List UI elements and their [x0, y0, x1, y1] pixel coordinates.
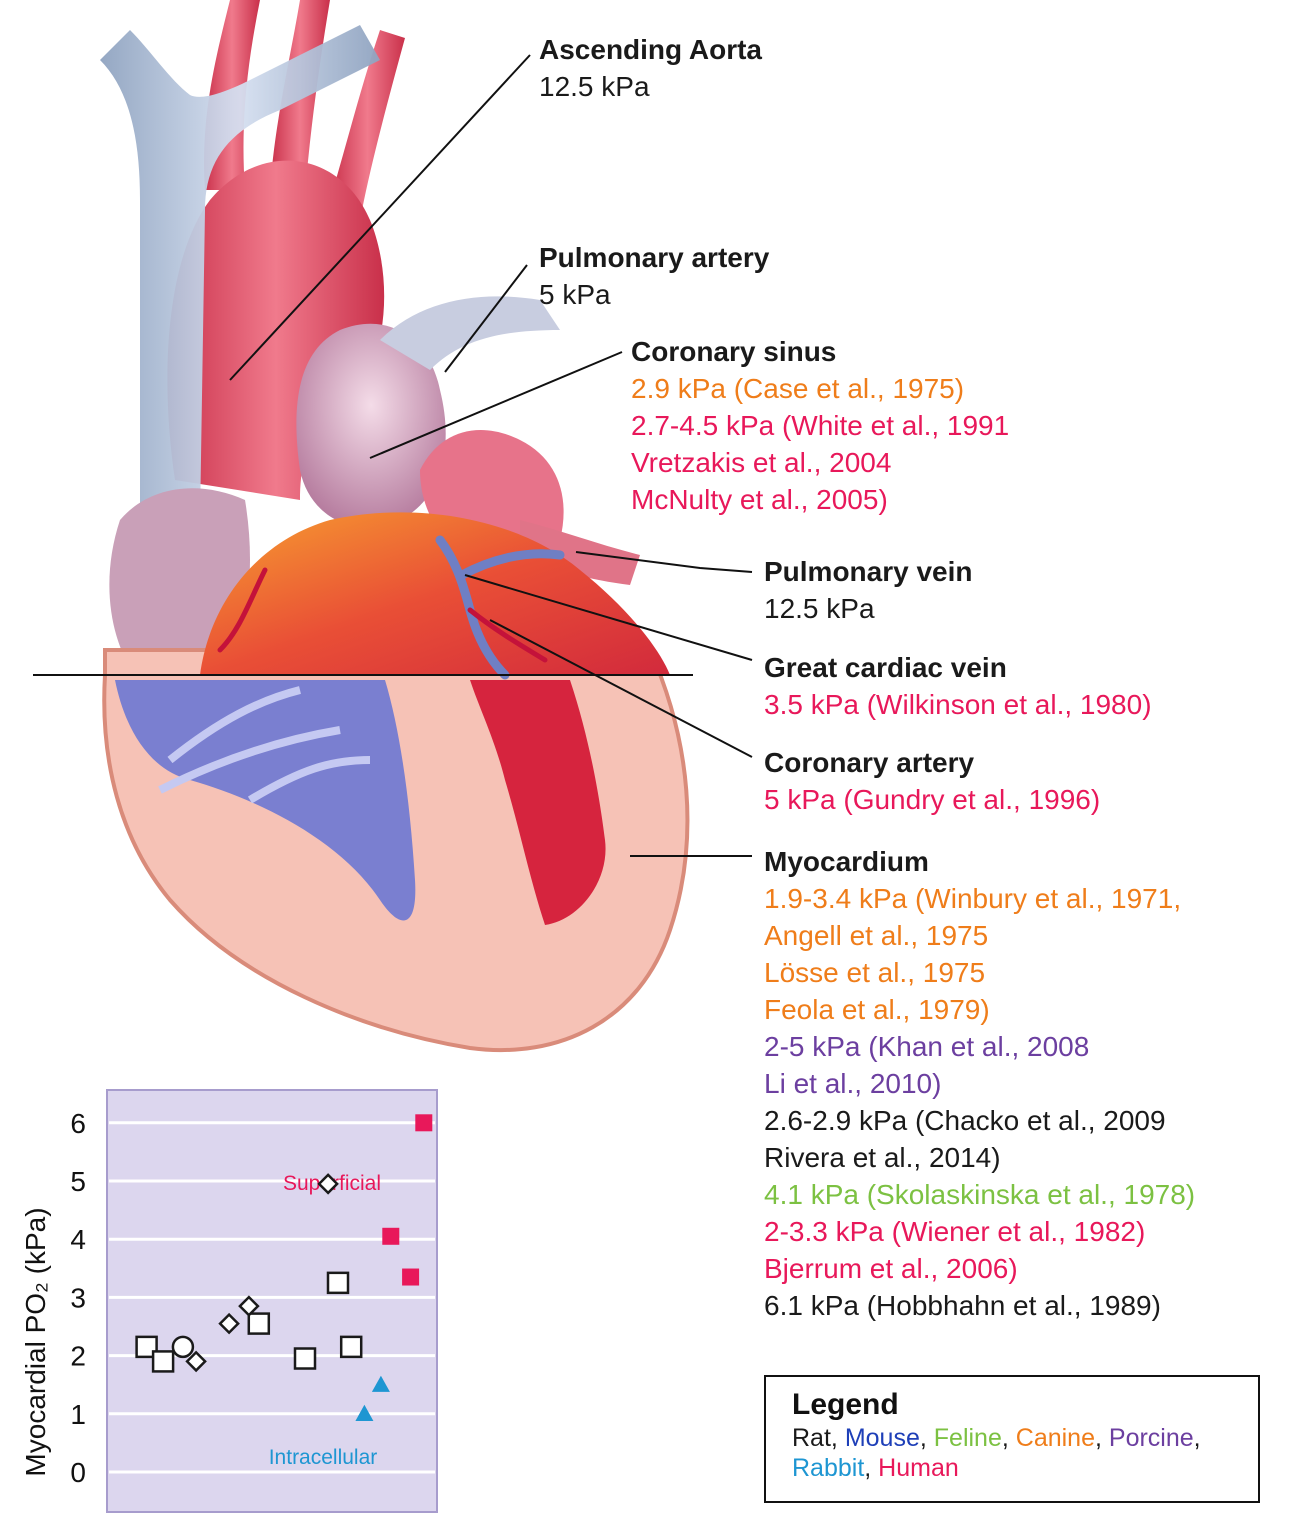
left-ventricle-cutaway [470, 680, 606, 925]
marker-diamond-open-3 [317, 1173, 339, 1195]
myocardium-value-3: Lösse et al., 1975 [764, 957, 986, 988]
myocardium-value-1: 1.9-3.4 kPa (Winbury et al., 1971, [764, 883, 1182, 914]
coronary-sinus-value-2: 2.7-4.5 kPa (White et al., 1991 [631, 410, 1010, 441]
marker-triangle-filled-0 [355, 1404, 374, 1421]
legend-title: Legend [792, 1388, 899, 1421]
myocardium-title: Myocardium [764, 846, 929, 877]
great-cardiac-vein-title: Great cardiac vein [764, 652, 1007, 683]
marker-square-open-5 [339, 1335, 363, 1359]
y-tick-label-5: 5 [70, 1166, 86, 1197]
legend-canine: Canine [1015, 1424, 1095, 1452]
pulmonary-artery-title: Pulmonary artery [539, 242, 770, 273]
legend-feline: Feline [933, 1424, 1002, 1452]
myocardium-value-4: Feola et al., 1979) [764, 994, 990, 1025]
ascending-aorta-value: 12.5 kPa [539, 71, 650, 102]
label-coronary-artery: Coronary artery 5 kPa (Gundry et al., 19… [764, 744, 1100, 818]
marker-square-filled-0 [382, 1227, 400, 1245]
y-tick-label-1: 1 [70, 1399, 86, 1430]
myocardium-value-6: Li et al., 2010) [764, 1068, 942, 1099]
vena-cava-shape [100, 25, 380, 520]
marker-circle-open-0 [171, 1335, 195, 1359]
leader-ascending-aorta [229, 54, 531, 381]
label-pulmonary-artery: Pulmonary artery 5 kPa [539, 239, 769, 313]
annotation-intracellular: Intracellular [269, 1446, 378, 1469]
leader-coronary-artery [489, 619, 753, 758]
leader-pulmonary-vein [575, 551, 753, 573]
legend-human: Human [878, 1454, 959, 1482]
marker-square-open-0 [135, 1335, 158, 1359]
legend-box: Legend Rat, Mouse, Feline, Canine, Porci… [764, 1375, 1260, 1503]
great-cardiac-vein-value: 3.5 kPa (Wilkinson et al., 1980) [764, 689, 1152, 720]
coronary-sinus-title: Coronary sinus [631, 336, 837, 367]
marker-square-open-2 [247, 1312, 271, 1335]
coronary-artery-shape [217, 567, 548, 663]
coronary-artery-value: 5 kPa (Gundry et al., 1996) [764, 784, 1101, 815]
pulmonary-branch-shape [380, 296, 560, 370]
ascending-aorta-title: Ascending Aorta [539, 34, 762, 65]
coronary-sinus-value-1: 2.9 kPa (Case et al., 1975) [631, 373, 965, 404]
legend-mouse: Mouse [844, 1424, 920, 1452]
myocardium-value-9: 4.1 kPa (Skolaskinska et al., 1978) [764, 1179, 1196, 1210]
marker-square-filled-1 [402, 1268, 420, 1286]
leader-coronary-sinus [369, 351, 623, 459]
legend-rat: Rat [792, 1424, 831, 1452]
legend-rabbit: Rabbit [792, 1454, 865, 1482]
label-great-cardiac-vein: Great cardiac vein 3.5 kPa (Wilkinson et… [764, 649, 1152, 723]
myocardium-value-5: 2-5 kPa (Khan et al., 2008 [764, 1031, 1090, 1062]
marker-diamond-open-2 [238, 1295, 260, 1317]
y-tick-label-6: 6 [70, 1108, 86, 1139]
label-ascending-aorta: Ascending Aorta 12.5 kPa [539, 31, 762, 105]
myocardium-value-8: Rivera et al., 2014) [764, 1142, 1001, 1173]
pulmonary-artery-value: 5 kPa [539, 279, 611, 310]
plot-background [106, 1089, 438, 1513]
leader-great-cardiac-vein [464, 574, 753, 661]
y-tick-label-0: 0 [70, 1457, 86, 1488]
plot-y-ticks: 0 1 2 3 4 5 6 [70, 1108, 86, 1488]
marker-triangle-filled-1 [371, 1375, 390, 1392]
label-coronary-sinus: Coronary sinus 2.9 kPa (Case et al., 197… [631, 333, 1009, 518]
plot-y-axis-label: Myocardial PO₂ (kPa) [20, 1207, 51, 1476]
heart-illustration [33, 0, 753, 1053]
marker-square-open-1 [151, 1350, 175, 1373]
marker-square-open-3 [293, 1347, 317, 1370]
legend-porcine: Porcine [1108, 1424, 1194, 1452]
legend-items: Rat, Mouse, Feline, Canine, Porcine, Rab… [792, 1424, 1201, 1482]
myocardium-value-12: 6.1 kPa (Hobbhahn et al., 1989) [764, 1290, 1161, 1321]
myocardium-value-10: 2-3.3 kPa (Wiener et al., 1982) [764, 1216, 1146, 1247]
pulmonary-vein-title: Pulmonary vein [764, 556, 973, 587]
label-myocardium: Myocardium 1.9-3.4 kPa (Winbury et al., … [764, 843, 1195, 1324]
coronary-artery-title: Coronary artery [764, 747, 975, 778]
myocardium-value-7: 2.6-2.9 kPa (Chacko et al., 2009 [764, 1105, 1166, 1136]
coronary-sinus-value-4: McNulty et al., 2005) [631, 484, 888, 515]
pulmonary-vein-value: 12.5 kPa [764, 593, 875, 624]
plot-markers [135, 1114, 433, 1421]
marker-square-filled-2 [415, 1114, 433, 1132]
marker-diamond-open-1 [218, 1312, 240, 1335]
y-tick-label-3: 3 [70, 1282, 86, 1313]
label-pulmonary-vein: Pulmonary vein 12.5 kPa [764, 553, 973, 627]
muscle-band-shape [200, 512, 670, 675]
y-tick-label-4: 4 [70, 1224, 86, 1255]
leader-pulmonary-artery [444, 264, 528, 373]
y-tick-label-2: 2 [70, 1341, 86, 1372]
myocardium-value-11: Bjerrum et al., 2006) [764, 1253, 1018, 1284]
arch-artery-3 [330, 30, 405, 210]
coronary-sinus-value-3: Vretzakis et al., 2004 [631, 447, 892, 478]
myocardium-value-2: Angell et al., 1975 [764, 920, 989, 951]
pulmonary-artery-shape [296, 323, 446, 528]
marker-square-open-4 [326, 1271, 350, 1295]
right-ventricle-chords [158, 686, 371, 804]
marker-diamond-open-0 [185, 1350, 207, 1373]
